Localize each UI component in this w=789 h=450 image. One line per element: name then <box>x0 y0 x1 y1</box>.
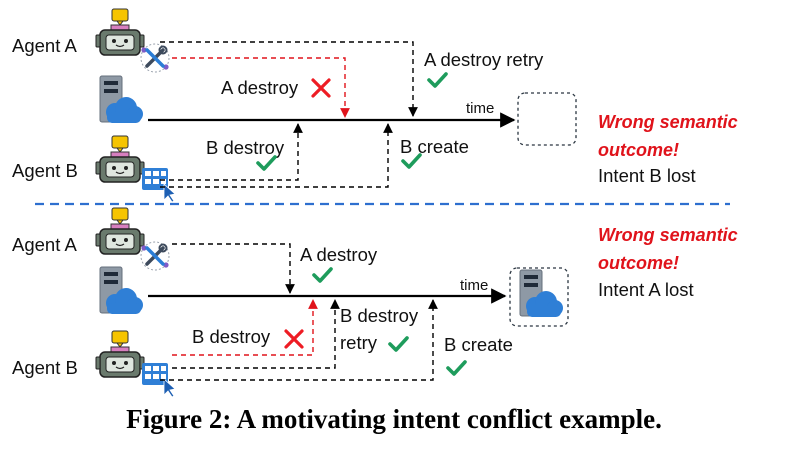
check-icon <box>427 72 448 88</box>
top-intent-lost: Intent B lost <box>598 165 696 186</box>
bottom-a-destroy-label: A destroy <box>300 244 378 265</box>
deploy-grid-icon <box>141 167 176 203</box>
bottom-wrong-outcome-line2: outcome! <box>598 253 679 273</box>
check-icon <box>256 155 277 171</box>
bottom-b-destroy-retry-label-1: B destroy <box>340 305 419 326</box>
bottom-result-box <box>509 267 569 327</box>
server-cloud-icon <box>99 266 144 315</box>
b-destroy-path <box>160 123 303 181</box>
bottom-wrong-outcome-line1: Wrong semantic <box>598 225 738 245</box>
top-wrong-outcome-line1: Wrong semantic <box>598 112 738 132</box>
a-destroy-retry-path <box>160 41 418 117</box>
top-result-empty-box <box>517 92 577 146</box>
top-agent-a-label: Agent A <box>12 35 77 56</box>
bottom-intent-lost: Intent A lost <box>598 279 694 300</box>
server-cloud-icon <box>519 269 564 318</box>
top-scenario: Agent A Agent B time A destroy A destroy… <box>12 8 738 203</box>
bottom-b-destroy-label: B destroy <box>192 326 271 347</box>
cross-icon <box>284 329 304 349</box>
cross-icon <box>311 78 331 98</box>
top-time-label: time <box>466 100 494 117</box>
b-create-path <box>160 123 393 188</box>
check-icon <box>388 336 409 352</box>
bottom-b-destroy-path <box>172 299 318 356</box>
top-a-destroy-label: A destroy <box>221 77 299 98</box>
robot-agent-icon <box>95 135 145 183</box>
top-wrong-outcome-line2: outcome! <box>598 140 679 160</box>
bottom-b-create-label: B create <box>444 334 513 355</box>
check-icon <box>446 360 467 376</box>
top-b-destroy-label: B destroy <box>206 137 285 158</box>
bottom-agent-b-label: Agent B <box>12 357 78 378</box>
figure-caption: Figure 2: A motivating intent conflict e… <box>126 404 662 434</box>
server-cloud-icon <box>99 75 144 124</box>
bottom-b-destroy-retry-label-2: retry <box>340 332 378 353</box>
bottom-time-label: time <box>460 277 488 294</box>
bottom-b-destroy-retry-path <box>172 299 340 369</box>
tools-icon <box>139 42 171 74</box>
bottom-agent-a-label: Agent A <box>12 234 77 255</box>
tools-icon <box>139 240 171 272</box>
robot-agent-icon <box>95 8 145 56</box>
top-b-create-label: B create <box>400 136 469 157</box>
bottom-a-destroy-path <box>172 243 295 294</box>
check-icon <box>312 267 333 283</box>
top-agent-b-label: Agent B <box>12 160 78 181</box>
robot-agent-icon <box>95 207 145 255</box>
a-destroy-path <box>172 57 350 118</box>
robot-agent-icon <box>95 330 145 378</box>
bottom-b-create-path <box>160 299 438 381</box>
bottom-scenario: Agent A Agent B time A destroy B destroy… <box>12 207 738 398</box>
top-a-destroy-retry-label: A destroy retry <box>424 49 544 70</box>
